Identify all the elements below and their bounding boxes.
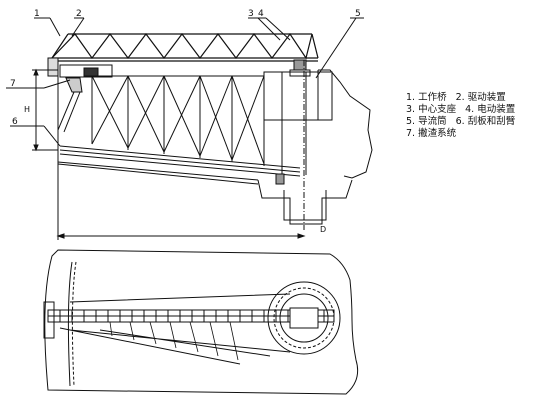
legend-line-3: 5. 导流筒 6. 刮板和刮臂	[406, 116, 516, 127]
drive-device	[47, 57, 59, 77]
height-dimension	[32, 68, 58, 152]
plan-view	[43, 249, 359, 395]
legend-line-2: 3. 中心支座 4. 电动装置	[406, 104, 516, 115]
callout-5: 5	[355, 9, 361, 19]
guide-cylinder	[263, 71, 333, 121]
diameter-dimension	[56, 76, 306, 240]
scum-skimming-system	[65, 77, 83, 93]
diameter-label: D	[320, 225, 326, 234]
elevation-view	[6, 17, 373, 240]
scraper-and-arm	[59, 145, 301, 177]
callout-leaders	[6, 17, 364, 147]
callout-7: 7	[10, 79, 16, 89]
plan-tank-outline	[44, 249, 359, 395]
legend-line-4: 7. 撇渣系统	[406, 128, 457, 139]
height-label: H	[24, 105, 30, 114]
callout-2: 2	[76, 9, 82, 19]
plan-central-well	[267, 281, 341, 355]
callout-3: 3	[248, 9, 254, 19]
callout-4: 4	[258, 9, 264, 19]
tank-bottom	[57, 161, 353, 225]
rake-arm-frame	[91, 75, 265, 166]
legend-line-1: 1. 工作桥 2. 驱动装置	[406, 92, 506, 103]
callout-6: 6	[12, 117, 18, 127]
plan-scraper-arms	[59, 293, 291, 365]
working-bridge-truss	[51, 32, 319, 62]
callout-1: 1	[34, 9, 40, 19]
tank-wall-outline	[318, 69, 373, 179]
